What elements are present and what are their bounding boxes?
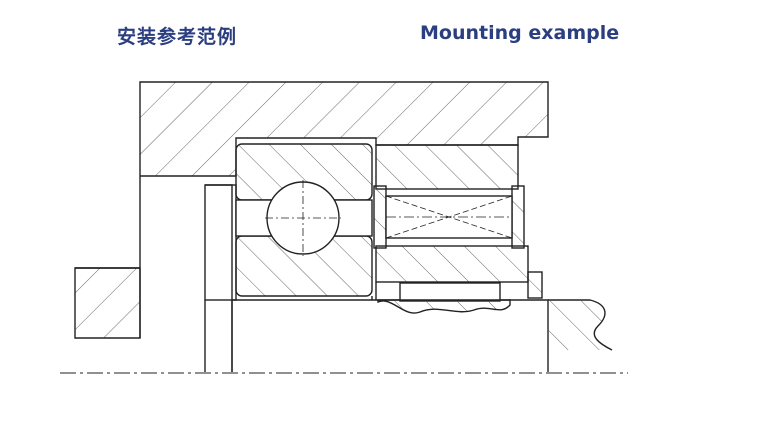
title-english: Mounting example	[420, 22, 620, 44]
shaft-key	[399, 282, 501, 302]
shaft-break-hatch	[377, 299, 511, 314]
housing-left-wall	[75, 267, 141, 338]
spacer-step	[205, 184, 233, 300]
washer-left	[373, 185, 387, 249]
washer-right	[511, 185, 525, 249]
roller-bearing-inner-ring	[375, 245, 529, 283]
roller-bearing-outer-ring	[375, 144, 519, 190]
retaining-ring	[527, 271, 543, 299]
shaft-right-break-fill	[548, 300, 612, 350]
spacer-ring	[204, 184, 237, 301]
title-chinese: 安装参考范例	[117, 26, 238, 48]
